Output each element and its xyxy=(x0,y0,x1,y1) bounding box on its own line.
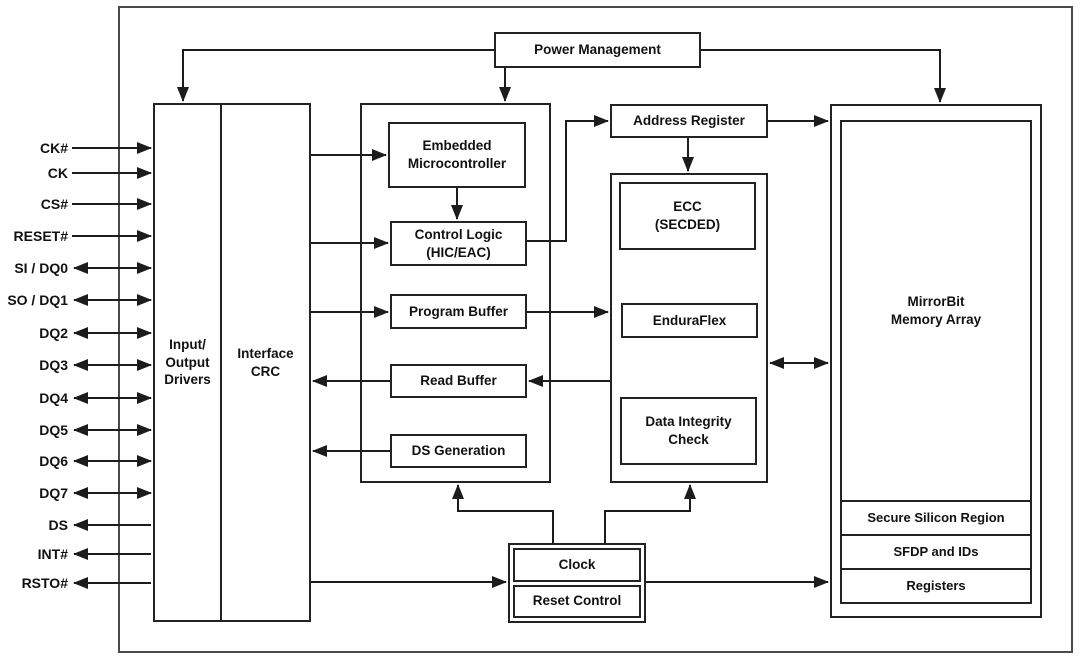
block-io-drivers: Input/ Output Drivers xyxy=(155,105,222,620)
signal-label-intn: INT# xyxy=(37,546,68,562)
block-ecc-container xyxy=(610,173,768,483)
block-clock: Clock xyxy=(513,548,641,582)
block-mirrorbit-memory-array: MirrorBit Memory Array Secure Silicon Re… xyxy=(840,120,1032,604)
signal-label-dq4: DQ4 xyxy=(39,390,68,406)
signal-label-dq3: DQ3 xyxy=(39,357,68,373)
signal-label-csn: CS# xyxy=(40,196,68,212)
block-read-buffer: Read Buffer xyxy=(390,364,527,398)
wire-clock-to-microcontroller-block xyxy=(452,484,554,543)
block-control-logic: Control Logic (HIC/EAC) xyxy=(390,221,527,266)
wire-clock-to-ecc-block xyxy=(604,484,696,543)
signal-label-dq7: DQ7 xyxy=(39,485,68,501)
signal-label-ds: DS xyxy=(48,517,68,533)
signal-label-dq5: DQ5 xyxy=(39,422,68,438)
signal-label-si-dq0: SI / DQ0 xyxy=(14,260,68,276)
block-ds-generation: DS Generation xyxy=(390,434,527,468)
wire-control-logic-to-address-register xyxy=(527,115,609,242)
wire-power-to-io xyxy=(177,49,494,102)
block-sfdp-and-ids: SFDP and IDs xyxy=(842,534,1030,568)
block-secure-silicon-region: Secure Silicon Region xyxy=(842,500,1030,534)
wire-power-to-mirrorbit xyxy=(701,49,946,103)
block-ecc-secded: ECC (SECDED) xyxy=(619,182,756,250)
signal-label-dq2: DQ2 xyxy=(39,325,68,341)
block-data-integrity-check: Data Integrity Check xyxy=(620,397,757,465)
signal-label-so-dq1: SO / DQ1 xyxy=(7,292,68,308)
signal-label-rston: RSTO# xyxy=(21,575,68,591)
signal-label-ckn: CK# xyxy=(39,140,68,156)
signal-label-dq6: DQ6 xyxy=(39,453,68,469)
signal-label-resetn: RESET# xyxy=(13,228,68,244)
block-address-register: Address Register xyxy=(610,104,768,138)
block-interface-crc: Interface CRC xyxy=(237,345,294,379)
block-power-management: Power Management xyxy=(494,32,701,68)
mirrorbit-label: MirrorBit Memory Array xyxy=(890,294,982,327)
block-reset-control: Reset Control xyxy=(513,584,641,618)
block-embedded-microcontroller: Embedded Microcontroller xyxy=(388,122,526,188)
block-enduraflex: EnduraFlex xyxy=(621,303,758,338)
block-clock-reset-group: Clock Reset Control xyxy=(508,543,646,623)
block-program-buffer: Program Buffer xyxy=(390,294,527,329)
signal-label-ck: CK xyxy=(47,165,68,181)
block-registers: Registers xyxy=(842,568,1030,602)
block-io-interface: Input/ Output Drivers Interface CRC xyxy=(153,103,311,622)
block-microcontroller-container xyxy=(360,103,551,483)
